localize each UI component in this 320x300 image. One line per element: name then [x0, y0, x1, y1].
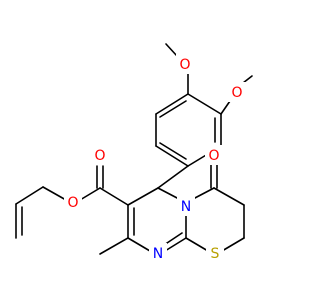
- bond-ch2-s: [221, 237, 245, 252]
- atom-o-methoxy-right: O: [231, 85, 242, 101]
- bond-aryl-1-inner: [159, 100, 187, 118]
- atom-n-imine: N: [153, 246, 163, 262]
- bond-aryl-3-inner: [159, 142, 187, 160]
- molecule-structure-diagram: O O O O O N N S: [15, 43, 253, 263]
- atom-s-ring: S: [211, 246, 220, 262]
- atom-n-fused: N: [181, 199, 191, 215]
- atom-o-ketone: O: [208, 148, 219, 164]
- bond-aryl-3: [155, 145, 189, 167]
- atom-o-methoxy-top: O: [179, 57, 190, 73]
- bond-o-right-ring: [220, 100, 231, 115]
- bond-methyl-o-right: [242, 75, 253, 84]
- atom-o-ester-ether: O: [67, 195, 78, 211]
- bond-n-imine-c9: [164, 237, 187, 252]
- bond-c8-methyl: [99, 237, 129, 255]
- bond-ester-c-o: [79, 187, 101, 201]
- bond-c8-n-imine: [127, 237, 151, 252]
- bond-n-fused-c-keto: [192, 187, 215, 200]
- bond-n-fused-c6: [157, 187, 180, 200]
- bond-methyl-o-top: [165, 43, 178, 57]
- bond-aryl-1: [155, 93, 189, 115]
- bond-aryl-6: [187, 93, 222, 115]
- bond-allyl-ch2-ch: [15, 186, 44, 205]
- atom-o-ester-carbonyl: O: [94, 148, 105, 164]
- bond-aryl-c6: [157, 165, 189, 189]
- bond-c-keto-ch2: [213, 187, 245, 206]
- bond-s-c9: [185, 237, 209, 252]
- bonds: [15, 43, 253, 255]
- bond-c7-ester-c: [99, 187, 129, 206]
- bond-o-allyl-ch2: [42, 186, 67, 201]
- bond-c6-c7: [127, 187, 159, 206]
- atom-labels: O O O O O N N S: [64, 54, 246, 263]
